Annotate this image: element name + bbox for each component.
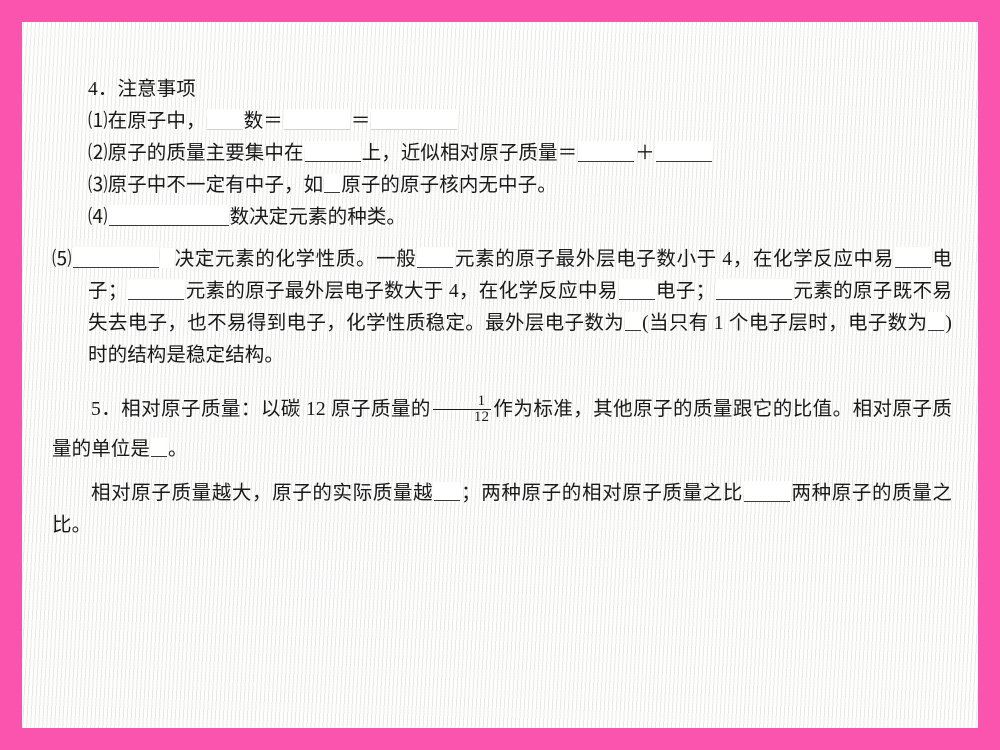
note-item-5-text-a: 决定元素的化学性质。一般 <box>174 249 417 270</box>
note-item-4-text-a: 数决定元素的种类。 <box>229 207 407 228</box>
note-item-5-text-d: 元素的原子最外层电子数大于 4，在化学反应中易 <box>185 281 618 302</box>
note-2-blank-3[interactable] <box>655 141 712 162</box>
conclusion-blank-1[interactable] <box>434 482 461 501</box>
note-item-3-text-a: 原子中不一定有中子，如 <box>107 175 324 196</box>
note-1-blank-1[interactable] <box>206 109 243 130</box>
note-item-2: ⑵原子的质量主要集中在 上，近似相对原子质量＝ ＋ <box>52 138 952 170</box>
conclusion-blank-2[interactable] <box>743 481 790 502</box>
note-1-blank-3[interactable] <box>371 109 458 130</box>
note-5-blank-5[interactable] <box>618 279 655 300</box>
note-item-5-text-b: 元素的原子最外层电子数小于 4，在化学反应中易 <box>454 249 894 270</box>
note-5-blank-1[interactable] <box>73 247 160 268</box>
note-item-4: ⑷ 数决定元素的种类。 <box>52 202 952 234</box>
note-2-blank-1[interactable] <box>304 141 361 162</box>
note-item-1-text-b: 数＝ <box>243 111 283 132</box>
note-5-mask-1 <box>160 248 175 268</box>
note-5-blank-3[interactable] <box>894 247 931 268</box>
relative-mass-conclusion: 相对原子质量越大，原子的实际质量越 ；两种原子的相对原子质量之比两种原子的质量之比… <box>52 478 952 542</box>
relative-mass-title: 相对原子质量： <box>121 399 261 420</box>
note-item-1-text-c: ＝ <box>350 111 371 132</box>
note-item-1-text-a: 在原子中， <box>107 111 206 132</box>
note-item-2-text-b: 上，近似相对原子质量＝ <box>361 143 578 164</box>
note-item-2-text-c: ＋ <box>635 143 655 164</box>
note-item-4-marker: ⑷ <box>88 207 108 228</box>
slide-content: 4．注意事项 ⑴在原子中， 数＝ ＝ ⑵原子的质量主要集中在 上，近似相对原子质量＝ ＋… <box>52 74 952 542</box>
fraction-denominator: 12 <box>432 409 492 426</box>
note-item-3-marker: ⑶ <box>88 175 108 196</box>
relative-mass-text-pre: 以碳 12 原子质量的 <box>260 399 431 420</box>
note-5-blank-6[interactable] <box>716 279 793 300</box>
note-5-blank-2[interactable] <box>417 247 454 268</box>
slide-paper-background: 4．注意事项 ⑴在原子中， 数＝ ＝ ⑵原子的质量主要集中在 上，近似相对原子质量＝ ＋… <box>22 22 978 728</box>
conclusion-text-b: ；两种原子的相对原子质量之比 <box>461 483 743 504</box>
note-5-blank-8[interactable] <box>928 312 945 331</box>
relative-mass-unit-blank[interactable] <box>151 438 168 457</box>
note-item-3-text-b: 原子的原子核内无中子。 <box>341 175 557 196</box>
notes-heading: 4．注意事项 <box>52 74 952 106</box>
note-item-5-text-c: 电子； <box>88 249 952 302</box>
relative-mass-marker: 5． <box>91 399 122 420</box>
relative-mass-period: 。 <box>168 439 188 460</box>
note-5-blank-7[interactable] <box>625 312 642 331</box>
note-item-5-text-h: )时的结构是稳定结构。 <box>88 313 952 366</box>
note-item-2-text-a: 原子的质量主要集中在 <box>107 143 304 164</box>
note-item-3: ⑶原子中不一定有中子，如原子的原子核内无中子。 <box>52 170 952 202</box>
note-item-1-marker: ⑴ <box>88 111 108 132</box>
note-item-5: ⑸决定元素的化学性质。一般元素的原子最外层电子数小于 4，在化学反应中易电子；元… <box>52 244 952 372</box>
conclusion-text-a: 相对原子质量越大，原子的实际质量越 <box>91 483 434 504</box>
note-5-blank-4[interactable] <box>128 279 185 300</box>
note-item-5-text-e: 电子； <box>655 281 716 302</box>
note-1-blank-2[interactable] <box>283 109 350 130</box>
note-item-5-text-f: 元素的原子既不易失去电子，也不易得到电子，化学性质稳定。最外层电子数为 <box>88 281 952 334</box>
conclusion-text-c: 两种原子的质量之比。 <box>52 483 952 536</box>
note-item-2-marker: ⑵ <box>88 143 108 164</box>
note-2-blank-2[interactable] <box>578 141 635 162</box>
note-item-1: ⑴在原子中， 数＝ ＝ <box>52 106 952 138</box>
note-3-blank-1[interactable] <box>324 174 341 193</box>
relative-mass-text-post: 作为标准，其他原子的质量跟它的比值。相对原子质量的单位是 <box>52 399 952 460</box>
notes-heading-text: 4．注意事项 <box>88 79 196 100</box>
fraction-numerator: 1 <box>477 392 486 409</box>
note-item-5-marker: ⑸ <box>52 249 73 270</box>
note-4-blank-1[interactable] <box>108 205 229 226</box>
note-item-5-text-g: (当只有 1 个电子层时，电子数为 <box>642 313 928 334</box>
